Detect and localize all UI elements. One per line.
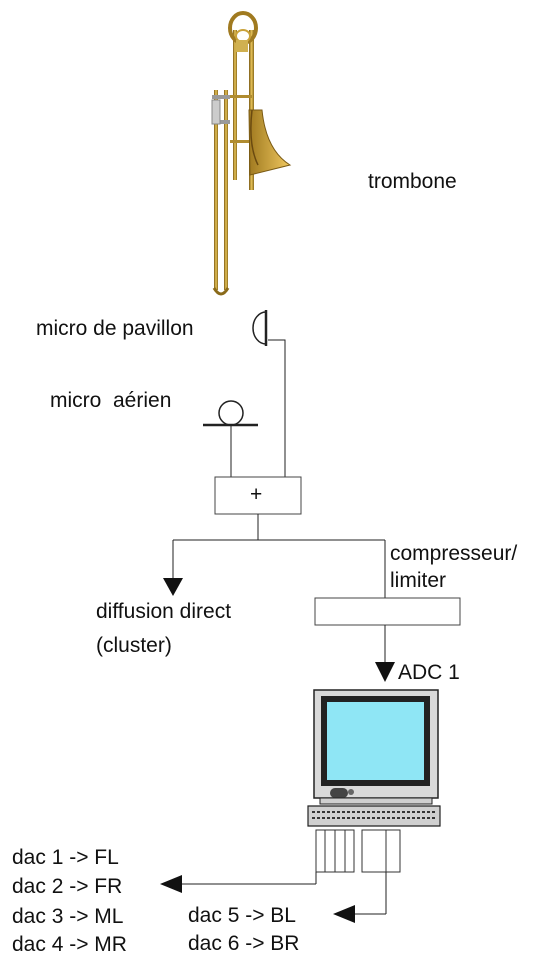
- dac-left-4: dac 4 -> MR: [12, 933, 127, 956]
- microphone-bell-icon: [252, 310, 268, 346]
- compressor-label-line1: compresseur/: [390, 542, 518, 565]
- adc-label: ADC 1: [398, 661, 460, 684]
- dac-left-3: dac 3 -> ML: [12, 905, 124, 928]
- micro-aerien-label: micro aérien: [50, 389, 172, 412]
- dac-right-2: dac 6 -> BR: [188, 932, 300, 955]
- dac-left-2: dac 2 -> FR: [12, 875, 123, 898]
- trombone-illustration: [211, 11, 292, 296]
- microphone-overhead-icon: [203, 400, 258, 427]
- mixer-box: [214, 476, 302, 515]
- compressor-box: [314, 597, 461, 626]
- compressor-label-line2: limiter: [390, 569, 446, 592]
- wire-bell-mic: [268, 339, 286, 477]
- diffusion-label-line2: (cluster): [96, 634, 172, 657]
- dac-right-1: dac 5 -> BL: [188, 904, 296, 927]
- arrow-adc-icon: [375, 662, 395, 682]
- arrow-dac-right-icon: [333, 905, 355, 923]
- arrow-diffusion-icon: [163, 578, 183, 596]
- dac-left-1: dac 1 -> FL: [12, 846, 119, 869]
- mixer-label: +: [250, 483, 263, 506]
- micro-pavillon-label: micro de pavillon: [36, 317, 194, 340]
- arrow-dac-left-icon: [160, 875, 182, 893]
- trombone-label: trombone: [368, 170, 457, 193]
- diffusion-label-line1: diffusion direct: [96, 600, 232, 623]
- computer-icon: [307, 689, 441, 827]
- output-cables: [160, 829, 401, 923]
